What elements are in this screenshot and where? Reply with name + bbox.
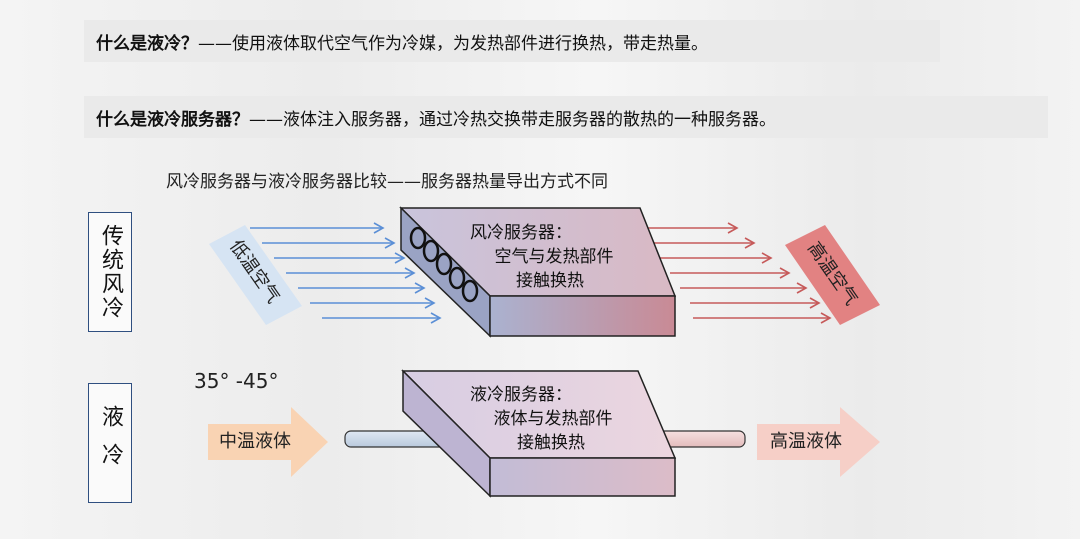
definition-liquid-cooling-term: 什么是液冷？ [96, 33, 198, 54]
liquid-outlet-text: 高温液体 [770, 431, 842, 452]
hot-air-arrow-head [744, 237, 756, 249]
cold-air-arrow-head [404, 267, 416, 279]
cold-air-arrow-head [424, 297, 436, 309]
cold-air-arrow-head [430, 312, 442, 324]
side-label-air-cooling: 传统风冷 [88, 212, 132, 332]
outlet-air-label: 高温空气 [785, 225, 880, 325]
side-label-air-cooling-text: 传统风冷 [98, 224, 123, 320]
air-server-line-3: 接触换热 [516, 271, 584, 291]
liquid-outlet-arrow: 高温液体 [757, 407, 880, 477]
circle-vent-icon [409, 226, 479, 303]
air-server-line-1: 风冷服务器： [470, 223, 572, 243]
cold-air-arrow-head [394, 252, 406, 264]
comparison-subtitle: 风冷服务器与液冷服务器比较——服务器热量导出方式不同 [166, 172, 608, 192]
definition-liquid-server: 什么是液冷服务器？——液体注入服务器，通过冷热交换带走服务器的散热的一种服务器。 [84, 96, 1048, 138]
hot-airflow-arrows [640, 222, 832, 324]
liquid-server-line-1: 液冷服务器： [470, 385, 572, 405]
hot-air-arrow-head [779, 267, 791, 279]
definition-liquid-cooling-text: ——使用液体取代空气作为冷媒，为发热部件进行换热，带走热量。 [198, 33, 708, 54]
hot-air-arrow-head [820, 312, 832, 324]
air-cooled-server: 风冷服务器： 空气与发热部件 接触换热 [399, 206, 677, 338]
inlet-air-label: 低温空气 [209, 225, 302, 325]
side-label-liquid-cooling: 液冷 [88, 383, 132, 503]
hot-air-arrow-head [727, 222, 739, 234]
definition-liquid-cooling: 什么是液冷？——使用液体取代空气作为冷媒，为发热部件进行换热，带走热量。 [84, 20, 940, 62]
cold-air-arrow-head [384, 237, 396, 249]
cold-air-arrow-head [414, 282, 426, 294]
definition-liquid-server-text: ——液体注入服务器，通过冷热交换带走服务器的散热的一种服务器。 [249, 109, 776, 130]
cold-air-arrow-head [373, 222, 385, 234]
liquid-inlet-arrow: 中温液体 [208, 407, 328, 477]
liquid-cooled-server: 液冷服务器： 液体与发热部件 接触换热 [401, 369, 677, 498]
temperature-range: 35° -45° [194, 369, 278, 393]
definition-liquid-server-term: 什么是液冷服务器？ [96, 109, 249, 130]
hot-air-arrow-head [809, 297, 821, 309]
hot-air-arrow-head [761, 252, 773, 264]
hot-air-arrow-head [796, 282, 808, 294]
liquid-inlet-text: 中温液体 [219, 431, 291, 452]
side-label-liquid-cooling-text: 液冷 [98, 405, 123, 481]
liquid-server-line-3: 接触换热 [517, 433, 585, 453]
cold-airflow-arrows [250, 222, 442, 324]
air-server-line-2: 空气与发热部件 [495, 247, 614, 267]
liquid-server-line-2: 液体与发热部件 [494, 409, 613, 429]
